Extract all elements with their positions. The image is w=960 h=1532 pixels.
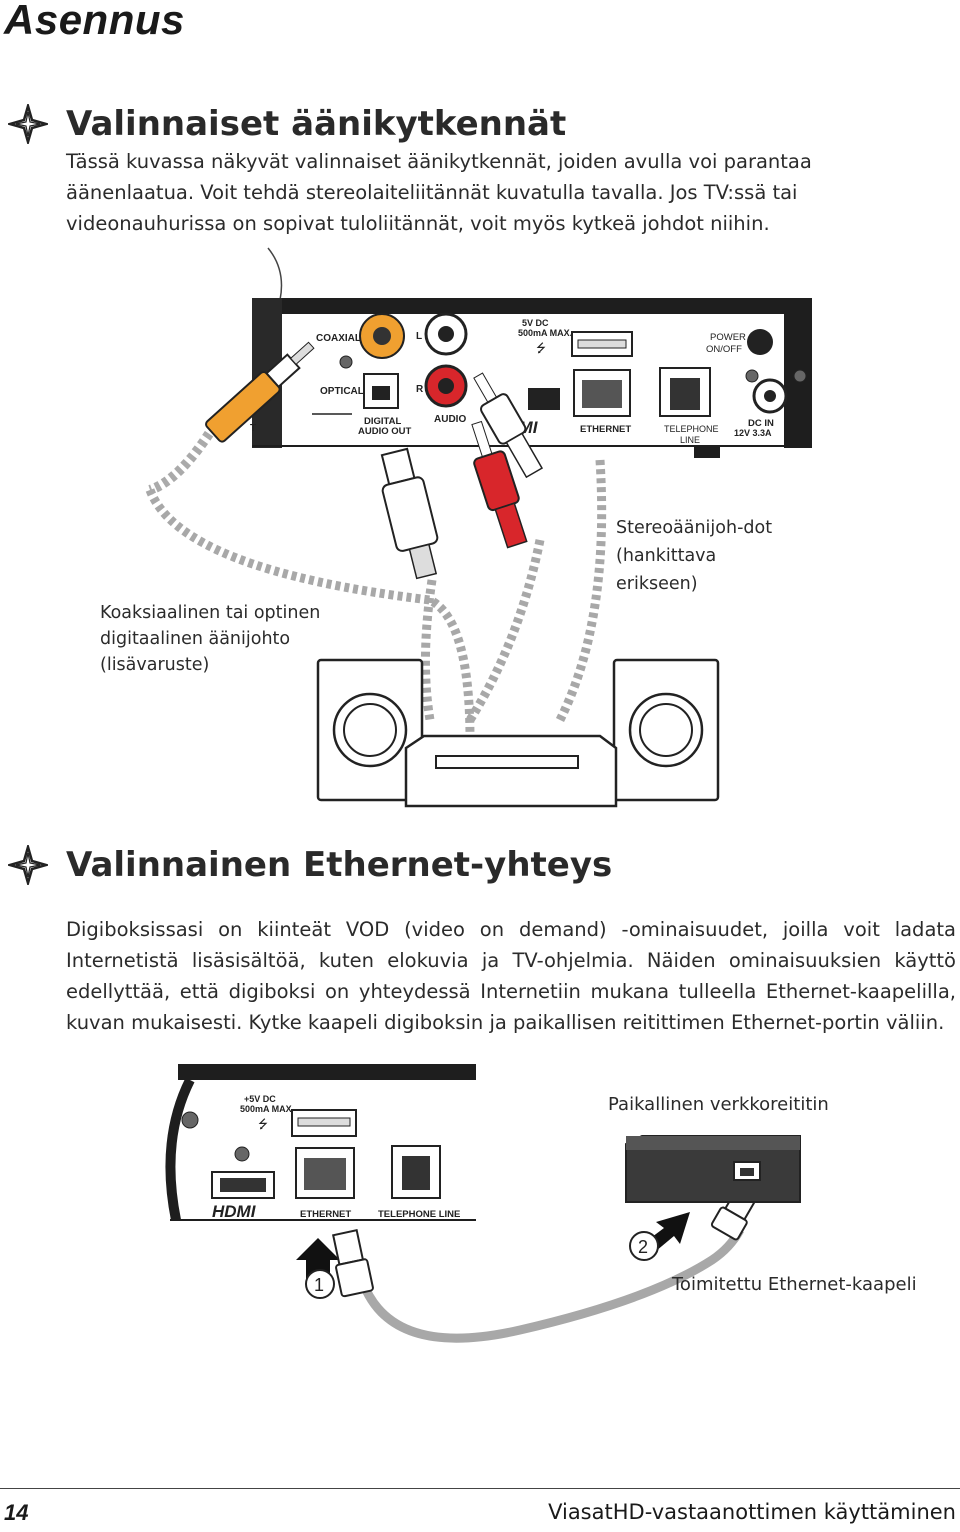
svg-text:TELEPHONE: TELEPHONE (664, 424, 719, 434)
svg-text:500mA MAX.: 500mA MAX. (518, 328, 572, 338)
ethernet-connection-diagram: +5V DC 500mA MAX. ⭍ HDMI ETHERNET TELEPH… (161, 1064, 801, 1343)
screw-icon (181, 1111, 199, 1129)
coax-cable-label: Koaksiaalinen tai optinen digitaalinen ä… (100, 603, 321, 675)
rca-red-plug (471, 420, 528, 549)
router-label: Paikallinen verkkoreititin (608, 1094, 829, 1115)
stereo-cable (466, 539, 545, 723)
page-title: Asennus (4, 0, 185, 43)
section2-header: Valinnainen Ethernet-yhteys (8, 845, 612, 885)
svg-text:POWER: POWER (710, 332, 746, 343)
svg-text:AUDIO: AUDIO (434, 414, 466, 425)
svg-text:5V DC: 5V DC (522, 318, 549, 328)
screw-icon (234, 1146, 250, 1162)
hdmi-port (528, 388, 560, 410)
stereo-cable-label: Stereoäänijoh-dot (hankittava erikseen) (616, 518, 773, 594)
hdmi-logo: HDMI (212, 1202, 257, 1221)
stereo-system (316, 658, 720, 808)
diamond-bullet-icon (8, 104, 48, 144)
ethernet-cable (357, 1227, 744, 1343)
svg-text:500mA MAX.: 500mA MAX. (240, 1104, 294, 1114)
svg-text:1: 1 (314, 1275, 324, 1295)
audio-connection-diagram: COAXIAL OPTICAL DIGITAL AUDIO OUT T L R … (145, 247, 812, 808)
section1-heading: Valinnaiset äänikytkennät (66, 104, 567, 144)
svg-text:ETHERNET: ETHERNET (580, 424, 631, 435)
svg-text:AUDIO OUT: AUDIO OUT (358, 426, 412, 437)
svg-text:TELEPHONE LINE: TELEPHONE LINE (378, 1209, 460, 1220)
step-1-badge (305, 1269, 335, 1299)
screw-icon (339, 355, 353, 369)
page-number: 14 (4, 1500, 29, 1525)
svg-text:DC IN: DC IN (748, 418, 774, 429)
svg-text:R: R (416, 384, 424, 395)
edge-t-label: T (250, 423, 256, 434)
optical-plug (380, 447, 439, 580)
rca-white-plug (473, 372, 544, 479)
section1-header: Valinnaiset äänikytkennät (8, 104, 566, 144)
svg-text:ON/OFF: ON/OFF (706, 344, 742, 355)
screw-icon (793, 369, 807, 383)
optical-label: OPTICAL (320, 386, 364, 397)
usb-icon: ⭍ (258, 1117, 268, 1131)
footer-divider (0, 1488, 960, 1489)
section2-heading: Valinnainen Ethernet-yhteys (66, 845, 613, 885)
ethernet-cable-label: Toimitettu Ethernet-kaapeli (672, 1274, 917, 1295)
svg-text:DIGITAL: DIGITAL (364, 416, 401, 427)
svg-text:+5V DC: +5V DC (244, 1094, 276, 1104)
usb-icon: ⭍ (536, 341, 546, 355)
coax-plug (205, 341, 315, 443)
power-button[interactable] (747, 329, 773, 355)
svg-text:ETHERNET: ETHERNET (300, 1209, 351, 1220)
diamond-bullet-icon (8, 845, 48, 885)
svg-text:LINE: LINE (680, 435, 700, 445)
footer-title: ViasatHD-vastaanottimen käyttäminen (548, 1500, 956, 1524)
svg-text:12V 3.3A: 12V 3.3A (734, 428, 772, 438)
section2-paragraph: Digiboksissasi on kiinteät VOD (video on… (66, 918, 956, 1034)
section1-paragraph: Tässä kuvassa näkyvät valinnaiset ääniky… (66, 150, 812, 235)
svg-text:2: 2 (638, 1237, 648, 1257)
screw-icon (745, 369, 759, 383)
step-2-badge (629, 1231, 659, 1261)
ethernet-plug-1 (332, 1229, 374, 1298)
svg-text:L: L (416, 331, 422, 342)
coax-cable (148, 423, 219, 495)
stereo-main-unit (404, 734, 618, 808)
coaxial-label: COAXIAL (316, 333, 361, 344)
